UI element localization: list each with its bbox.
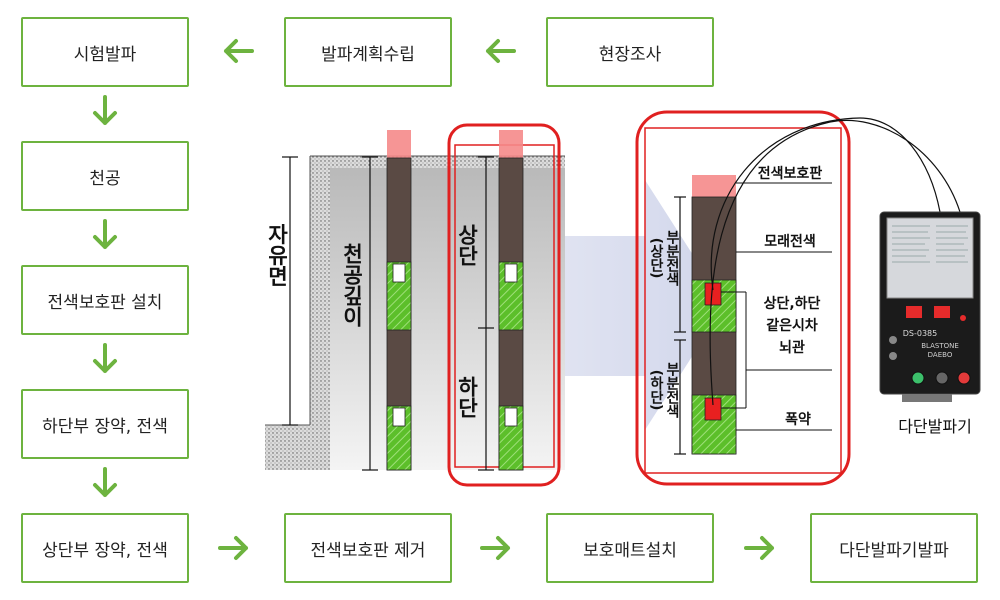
arrow-right-icon bbox=[480, 536, 510, 560]
upper-label: 상단 bbox=[455, 224, 479, 266]
arrow-down-icon bbox=[93, 219, 117, 249]
arrow-left-icon bbox=[486, 39, 516, 63]
multi-stage-blaster-device: DS-0385 BLASTONE DAEBO bbox=[879, 211, 981, 402]
detonator-lower bbox=[392, 407, 406, 427]
device-label: 다단발파기 bbox=[898, 417, 972, 436]
explosive-callout: 폭약 bbox=[785, 411, 811, 428]
flow-step-multi-blast: 다단발파기발파 bbox=[810, 513, 978, 583]
arrow-right-icon bbox=[744, 536, 774, 560]
lower-tag-label: (하단) bbox=[648, 370, 664, 411]
lead-wire bbox=[710, 117, 941, 291]
protector-callout: 전색보호판 bbox=[758, 165, 823, 182]
ground-step bbox=[265, 425, 330, 470]
free-face-label: 자유면 bbox=[265, 224, 289, 287]
arrow-down-icon bbox=[93, 95, 117, 125]
upper-tag-label: (상단) bbox=[648, 238, 664, 279]
flow-step-protector-install: 전색보호판 설치 bbox=[21, 265, 189, 335]
protector-plate bbox=[387, 130, 411, 158]
flow-step-upper-charge: 상단부 장약, 전색 bbox=[21, 513, 189, 583]
detail-protector bbox=[692, 175, 736, 197]
lower-label: 하단 bbox=[455, 376, 479, 418]
detail-highlight bbox=[635, 110, 851, 486]
lead-wire bbox=[709, 119, 961, 406]
detonator-lower bbox=[504, 407, 518, 427]
flow-step-mat-install: 보호매트설치 bbox=[546, 513, 714, 583]
lower-partial-stemming-label: 부분전색 bbox=[664, 362, 680, 419]
detonator-upper bbox=[504, 263, 518, 283]
arrow-left-icon bbox=[224, 39, 254, 63]
drill-depth-label: 천공깊이 bbox=[340, 243, 364, 327]
detonator-upper bbox=[392, 263, 406, 283]
upper-lower-highlight bbox=[447, 123, 561, 487]
flow-step-site-survey: 현장조사 bbox=[546, 17, 714, 87]
flow-step-drilling: 천공 bbox=[21, 141, 189, 211]
device-brand-line2: DAEBO bbox=[928, 351, 953, 359]
same-delay-detonator-line1: 상단,하단 bbox=[764, 295, 821, 312]
protector-plate bbox=[499, 130, 523, 158]
same-delay-detonator-line2: 같은시차 bbox=[766, 317, 818, 334]
sand-stemming-callout: 모래전색 bbox=[764, 233, 816, 250]
device-model-text: DS-0385 bbox=[903, 329, 937, 338]
flow-step-protector-remove: 전색보호판 제거 bbox=[284, 513, 452, 583]
arrow-down-icon bbox=[93, 467, 117, 497]
device-brand-line1: BLASTONE bbox=[921, 342, 959, 350]
upper-partial-stemming-label: 부분전색 bbox=[664, 230, 680, 287]
flow-step-lower-charge: 하단부 장약, 전색 bbox=[21, 389, 189, 459]
flow-step-blast-plan: 발파계획수립 bbox=[284, 17, 452, 87]
same-delay-detonator-line3: 뇌관 bbox=[779, 339, 805, 356]
flow-step-test-blast: 시험발파 bbox=[21, 17, 189, 87]
arrow-right-icon bbox=[218, 536, 248, 560]
arrow-down-icon bbox=[93, 343, 117, 373]
